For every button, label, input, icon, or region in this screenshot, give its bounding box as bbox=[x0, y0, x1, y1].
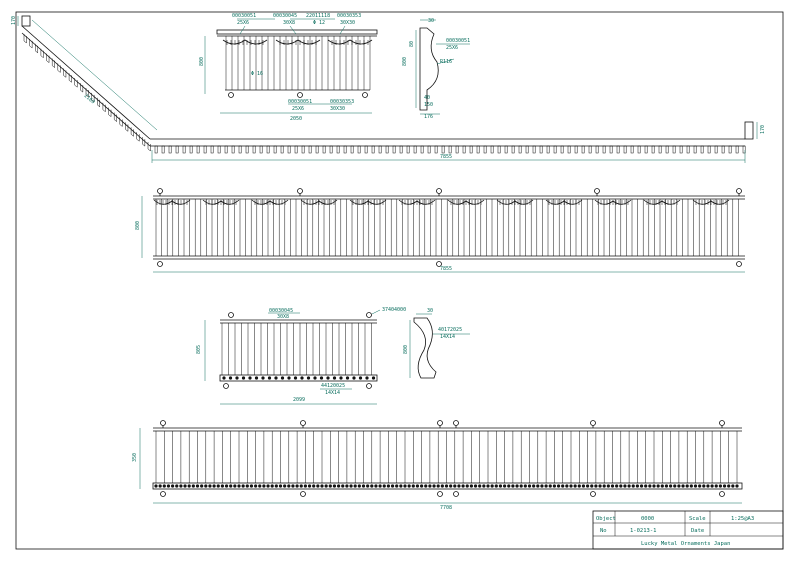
spb-callout-2: 14X14 bbox=[440, 334, 455, 340]
side-profile-top: 30 80 800 40 150 176 R116 00030051 25X6 bbox=[402, 18, 470, 120]
fd-bottom-callout-4: 30X30 bbox=[330, 106, 345, 112]
fd-callout-1: 00030051 bbox=[232, 13, 256, 19]
sp-height: 800 bbox=[402, 57, 408, 66]
fd-callout-6: Φ 12 bbox=[313, 20, 325, 26]
sp-top: 30 bbox=[428, 18, 434, 24]
long-elevation: 800 7855 bbox=[135, 188, 745, 273]
fd-callout-3: 00030045 bbox=[273, 13, 297, 19]
lo-height: 350 bbox=[132, 453, 138, 462]
sp-lower-2: 150 bbox=[424, 102, 433, 108]
gd-top-right: 37404000 bbox=[382, 307, 406, 313]
fd-inner-callout: Φ 16 bbox=[251, 71, 263, 77]
fd-bottom-callout-2: 25X6 bbox=[292, 106, 304, 112]
tb-date-label: Date bbox=[691, 528, 704, 534]
spb-height: 800 bbox=[403, 345, 409, 354]
ramp-rail: 170 2160 bbox=[11, 15, 158, 152]
fd-callout-7: 00030353 bbox=[337, 13, 361, 19]
front-detail-height: 800 bbox=[199, 57, 205, 66]
sp-callout-2: 25X6 bbox=[446, 45, 458, 51]
lo-width: 7708 bbox=[440, 505, 452, 511]
fd-callout-4: 30X8 bbox=[283, 20, 295, 26]
front-detail: 800 2050 00030051 25X6 00030045 30X8 220… bbox=[199, 13, 378, 122]
run-length: 7855 bbox=[440, 154, 452, 160]
sp-lower-1: 40 bbox=[424, 95, 430, 101]
tb-object-label: Object bbox=[596, 516, 616, 522]
spb-callout-1: 40172025 bbox=[438, 327, 462, 333]
gd-callout-1: 00030045 bbox=[269, 308, 293, 314]
tb-scale-label: Scale bbox=[689, 516, 706, 522]
le-height: 800 bbox=[135, 221, 141, 230]
run-end-height: 170 bbox=[760, 125, 766, 134]
ramp-top-height: 170 bbox=[11, 16, 17, 25]
title-block: Object 0000 Scale 1:25@A3 No 1-0213-1 Da… bbox=[592, 510, 784, 550]
fd-callout-8: 30X30 bbox=[340, 20, 355, 26]
tb-company: Lucky Metal Ornaments Japan bbox=[641, 541, 730, 547]
tb-object-value: 0000 bbox=[641, 516, 654, 522]
spb-top: 30 bbox=[427, 308, 433, 314]
side-profile-bottom: 30 800 40172025 14X14 bbox=[403, 308, 470, 379]
lower-elevation: 350 7708 bbox=[132, 420, 743, 511]
straight-run-rail: 170 7855 bbox=[150, 121, 766, 163]
fd-callout-2: 25X6 bbox=[237, 20, 249, 26]
gd-width: 2099 bbox=[293, 397, 305, 403]
sp-radius: R116 bbox=[440, 59, 452, 65]
tb-no-value: 1-0213-1 bbox=[630, 528, 657, 534]
le-width: 7855 bbox=[440, 266, 452, 272]
fd-callout-5: 22011118 bbox=[306, 13, 330, 19]
sp-upper: 80 bbox=[409, 41, 415, 47]
gd-callout-2: 30X8 bbox=[277, 314, 289, 320]
tb-no-label: No bbox=[600, 528, 607, 534]
fd-bottom-callout-1: 00030051 bbox=[288, 99, 312, 105]
front-detail-width: 2050 bbox=[290, 116, 302, 122]
gd-bottom-callout-2: 14X14 bbox=[325, 390, 340, 396]
sp-depth: 176 bbox=[424, 114, 433, 120]
sp-callout-1: 00030051 bbox=[446, 38, 470, 44]
gd-bottom-callout-1: 44120025 bbox=[321, 383, 345, 389]
tb-scale-value: 1:25@A3 bbox=[731, 516, 754, 522]
gate-detail: 805 2099 00030045 30X8 37404000 44120025… bbox=[196, 307, 406, 405]
sheet-border bbox=[15, 11, 784, 550]
gd-height: 805 bbox=[196, 345, 202, 354]
fd-bottom-callout-3: 00030353 bbox=[330, 99, 354, 105]
